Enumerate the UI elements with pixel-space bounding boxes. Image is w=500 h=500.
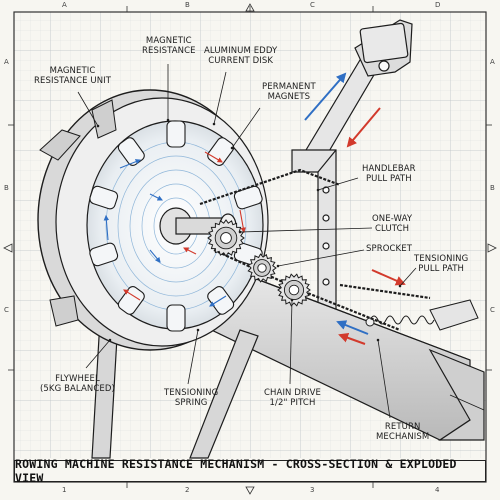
frame-legs bbox=[91, 319, 259, 459]
zone-col-a-top: A bbox=[62, 1, 67, 9]
magnet-segment bbox=[117, 286, 145, 315]
sprocket-gear bbox=[247, 253, 277, 283]
zone-num-4: 4 bbox=[435, 486, 440, 494]
zone-col-d-top: D bbox=[435, 1, 441, 9]
zone-col-b-top: B bbox=[185, 1, 190, 9]
sprocket-gear bbox=[277, 273, 311, 307]
handlebar-arm bbox=[299, 19, 413, 171]
magnet-segment bbox=[207, 137, 235, 166]
magnet-segment bbox=[166, 304, 186, 332]
flux-arrows bbox=[103, 151, 246, 307]
zone-num-1: 1 bbox=[62, 486, 67, 494]
callout-leaders bbox=[77, 64, 417, 419]
label-sprocket: SPROCKET bbox=[366, 244, 412, 254]
zone-num-3: 3 bbox=[310, 486, 315, 494]
magnet-segment bbox=[166, 120, 186, 148]
zone-row-a-right: A bbox=[490, 58, 495, 66]
label-flywheel: FLYWHEEL(5KG BALANCED) bbox=[40, 374, 115, 394]
permanent-magnets-ring bbox=[89, 120, 263, 332]
zone-num-2: 2 bbox=[185, 486, 190, 494]
sprocket-gear bbox=[207, 219, 245, 257]
zone-row-c-left: C bbox=[4, 306, 9, 314]
zone-row-b-left: B bbox=[4, 184, 9, 192]
title-block: ROWING MACHINE RESISTANCE MECHANISM - CR… bbox=[14, 457, 486, 485]
zone-row-c-right: C bbox=[490, 306, 495, 314]
centering-marks bbox=[3, 3, 497, 495]
magnet-segment bbox=[89, 185, 119, 210]
sprocket-gears bbox=[207, 219, 311, 307]
magnet-segment bbox=[89, 242, 119, 267]
pull-path-arrows bbox=[304, 72, 406, 345]
zone-row-a-left: A bbox=[4, 58, 9, 66]
flywheel-housing bbox=[37, 89, 269, 351]
zone-row-b-right: B bbox=[490, 184, 495, 192]
drawing-title: ROWING MACHINE RESISTANCE MECHANISM - CR… bbox=[15, 457, 457, 485]
zone-col-c-top: C bbox=[310, 1, 315, 9]
